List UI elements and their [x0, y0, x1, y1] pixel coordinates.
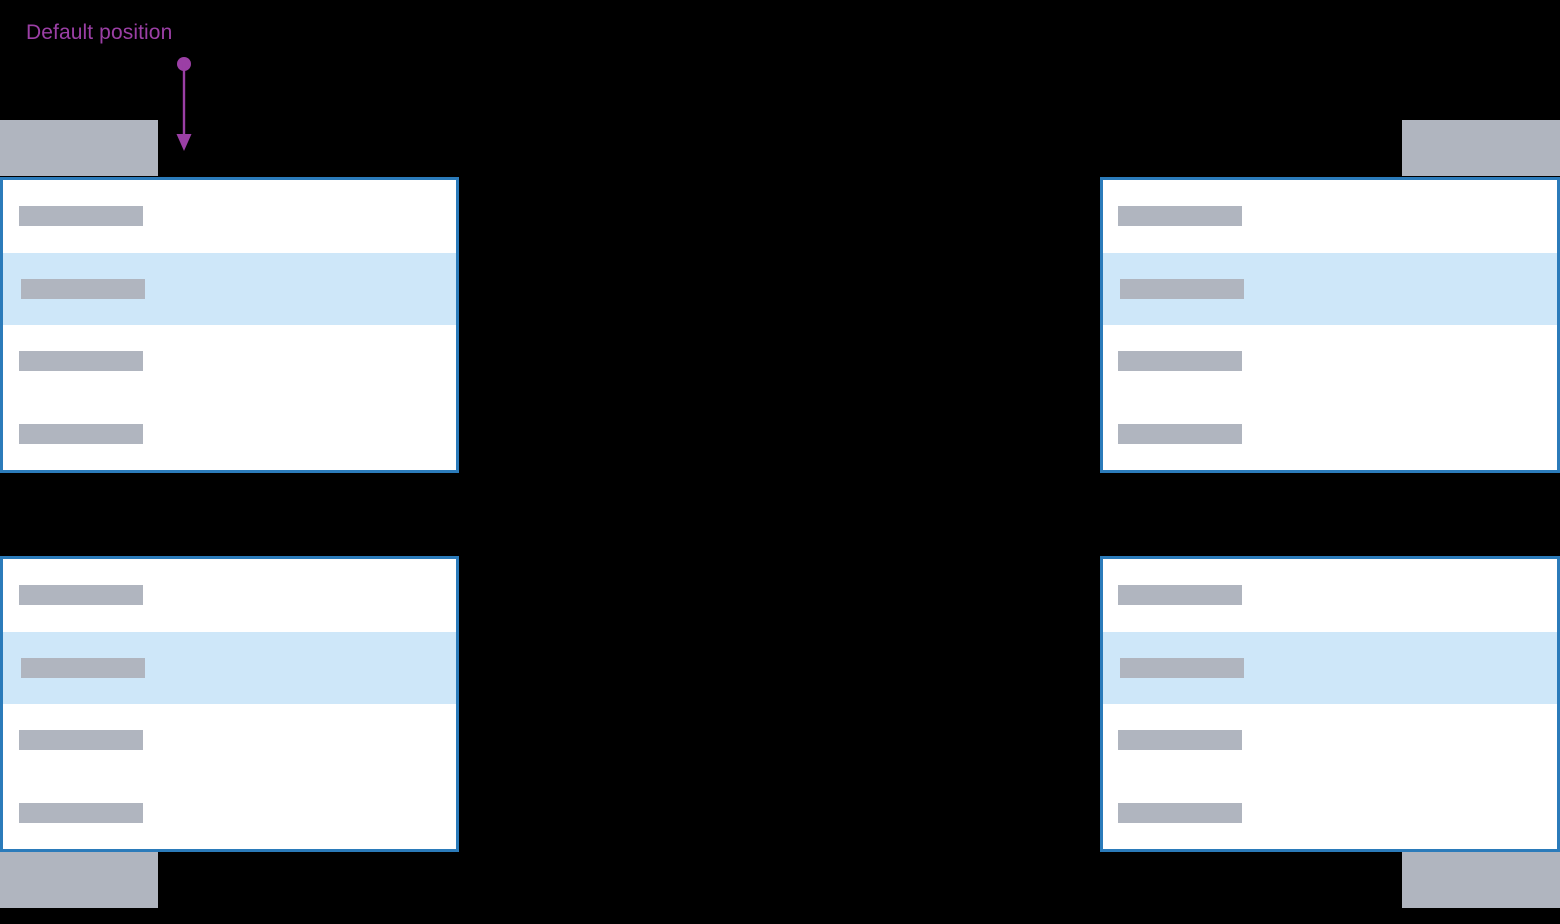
down-arrow-with-dot-icon [163, 56, 205, 156]
flyout-top-left[interactable] [0, 177, 459, 473]
menu-item-label-placeholder [1120, 657, 1244, 678]
menu-item[interactable] [3, 180, 456, 253]
flyout-bottom-right[interactable] [1100, 556, 1560, 852]
anchor-bottom-right[interactable] [1402, 852, 1560, 908]
menu-item[interactable] [1103, 325, 1557, 398]
menu-item-selected[interactable] [3, 252, 456, 325]
menu-item-label-placeholder [1120, 278, 1244, 299]
menu-item[interactable] [1103, 777, 1557, 850]
default-position-label: Default position [26, 21, 173, 44]
flyout-top-right[interactable] [1100, 177, 1560, 473]
menu-item[interactable] [3, 325, 456, 398]
anchor-top-left[interactable] [0, 120, 158, 176]
menu-item-label-placeholder [19, 351, 143, 372]
anchor-top-right[interactable] [1402, 120, 1560, 176]
menu-item-label-placeholder [21, 278, 145, 299]
flyout-bottom-left[interactable] [0, 556, 459, 852]
menu-item-label-placeholder [19, 585, 143, 606]
menu-item-label-placeholder [1118, 730, 1242, 751]
menu-item-label-placeholder [21, 657, 145, 678]
menu-item[interactable] [3, 559, 456, 632]
menu-item[interactable] [1103, 398, 1557, 471]
menu-item[interactable] [3, 777, 456, 850]
menu-item-label-placeholder [19, 206, 143, 227]
menu-item[interactable] [1103, 559, 1557, 632]
menu-item[interactable] [1103, 180, 1557, 253]
menu-item[interactable] [3, 704, 456, 777]
menu-item-label-placeholder [1118, 802, 1242, 823]
menu-item-label-placeholder [1118, 351, 1242, 372]
menu-item-selected[interactable] [1103, 631, 1557, 704]
menu-item-label-placeholder [1118, 423, 1242, 444]
menu-item-selected[interactable] [1103, 252, 1557, 325]
menu-item-label-placeholder [19, 802, 143, 823]
menu-item-label-placeholder [1118, 585, 1242, 606]
menu-item-label-placeholder [19, 730, 143, 751]
menu-item-label-placeholder [1118, 206, 1242, 227]
menu-item-label-placeholder [19, 423, 143, 444]
menu-item[interactable] [3, 398, 456, 471]
menu-item-selected[interactable] [3, 631, 456, 704]
anchor-bottom-left[interactable] [0, 852, 158, 908]
menu-item[interactable] [1103, 704, 1557, 777]
